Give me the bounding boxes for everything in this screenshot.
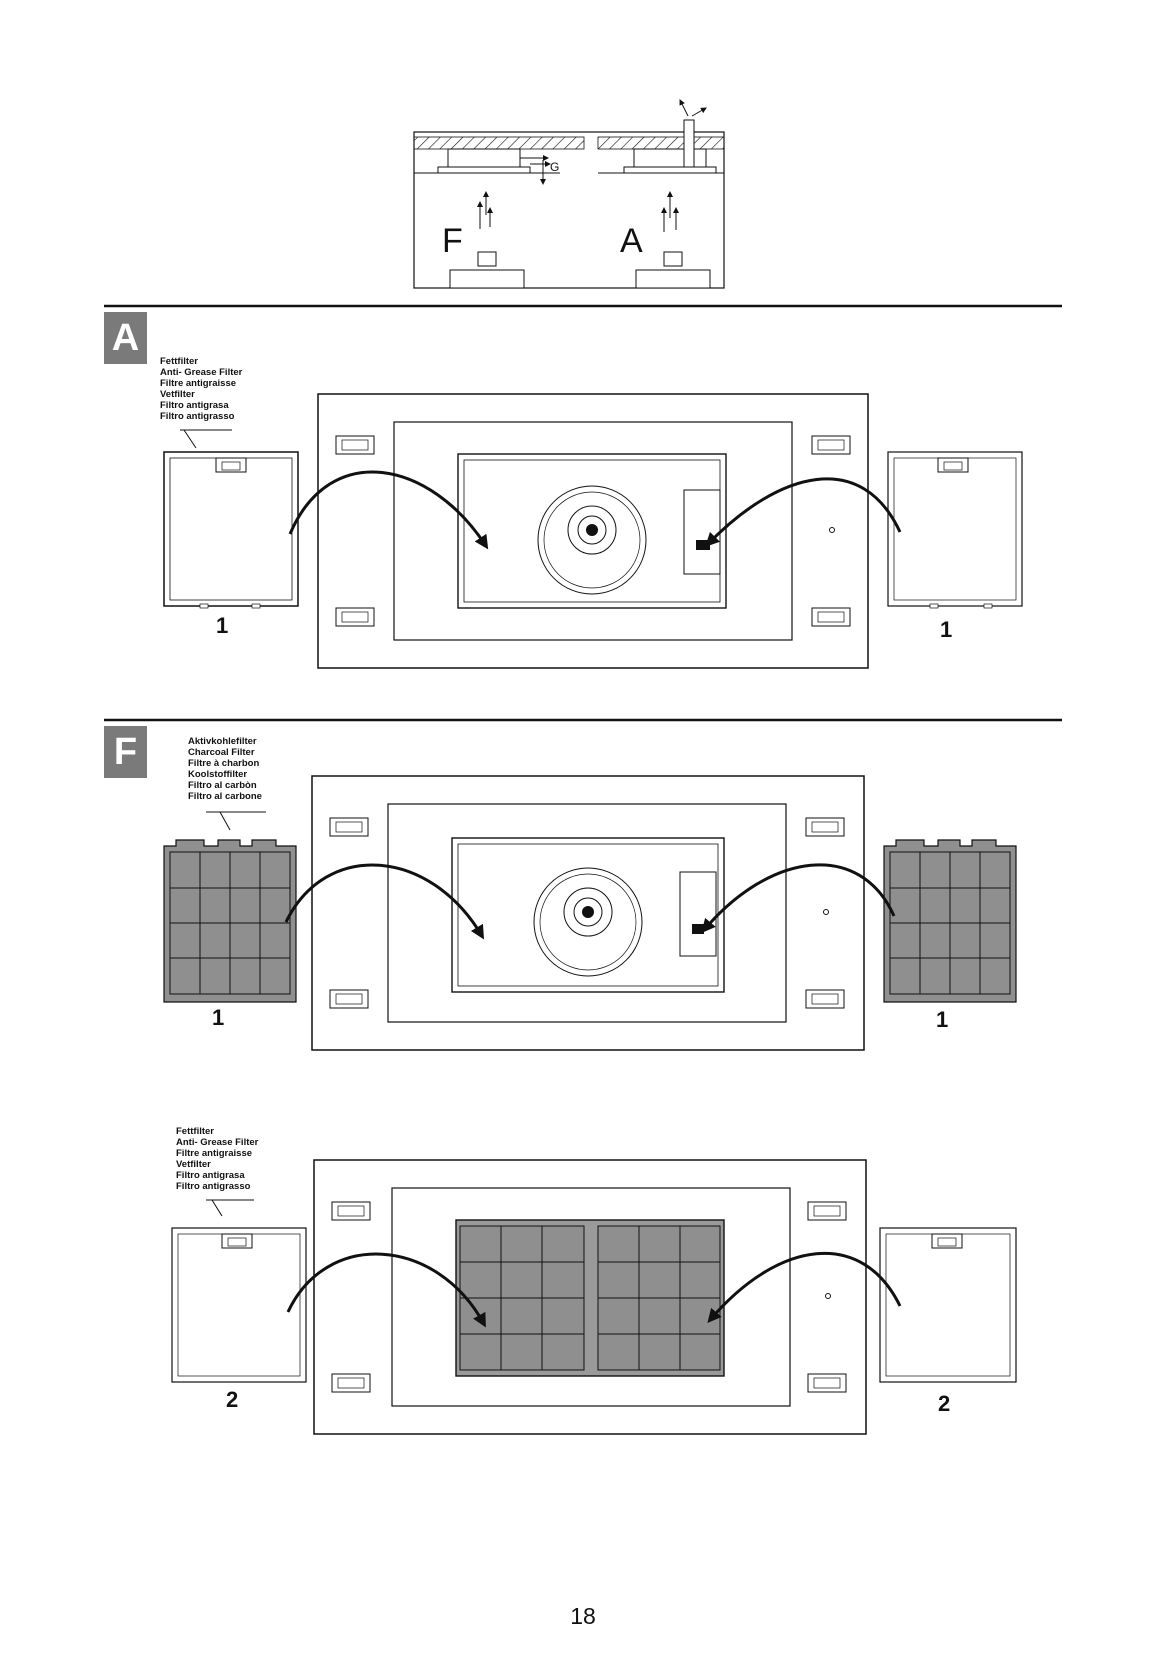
recirculation-mode-label: F bbox=[442, 222, 463, 260]
grease-filter-left bbox=[163, 451, 299, 609]
step-number-left: 1 bbox=[212, 1005, 225, 1030]
step-number-right: 1 bbox=[936, 1007, 949, 1032]
charcoal-filter-labels: Aktivkohlefilter Charcoal Filter Filtre … bbox=[188, 736, 262, 802]
grease-filter-right-2 bbox=[879, 1227, 1017, 1383]
label-line: Vetfilter bbox=[160, 389, 195, 400]
grease-filter-right bbox=[887, 451, 1023, 609]
label-line: Filtro antigrasa bbox=[176, 1170, 245, 1181]
grease-filter-labels: Fettfilter Anti- Grease Filter Filtre an… bbox=[160, 356, 242, 422]
step-number-left: 1 bbox=[216, 613, 229, 638]
label-line: Filtro al carbone bbox=[188, 791, 262, 802]
label-line: Filtro antigrasa bbox=[160, 400, 229, 411]
label-line: Koolstoffilter bbox=[188, 769, 248, 780]
installation-mode-diagram bbox=[413, 99, 725, 289]
label-line: Aktivkohlefilter bbox=[188, 736, 257, 747]
ducted-mode-label: A bbox=[620, 222, 643, 260]
label-line: Fettfilter bbox=[176, 1126, 214, 1137]
hood-underside-a bbox=[317, 393, 869, 669]
page-number: 18 bbox=[570, 1603, 596, 1629]
label-line: Filtro antigrasso bbox=[176, 1181, 251, 1192]
label-line: Filtre à charbon bbox=[188, 758, 260, 769]
section-a-illustration bbox=[163, 393, 1023, 669]
section-f2-illustration bbox=[171, 1159, 1017, 1435]
label-line: Anti- Grease Filter bbox=[160, 367, 243, 378]
label-line: Filtro antigrasso bbox=[160, 411, 235, 422]
grease-filter-labels-2: Fettfilter Anti- Grease Filter Filtre an… bbox=[176, 1126, 258, 1192]
hood-underside-f bbox=[311, 775, 865, 1051]
section-f-illustration bbox=[163, 775, 1017, 1051]
hood-underside-f2 bbox=[313, 1159, 867, 1435]
label-line: Filtre antigraisse bbox=[176, 1148, 253, 1159]
label-line: Filtre antigraisse bbox=[160, 378, 237, 389]
step-number-right: 2 bbox=[938, 1391, 951, 1416]
label-line: Vetfilter bbox=[176, 1159, 211, 1170]
section-f-badge: F bbox=[104, 726, 147, 778]
g-label: G bbox=[550, 160, 560, 174]
charcoal-filter-right bbox=[883, 839, 1017, 1003]
label-line: Filtro al carbòn bbox=[188, 780, 257, 791]
step-number-right: 1 bbox=[940, 617, 953, 642]
charcoal-filter-left bbox=[163, 839, 297, 1003]
step-number-left: 2 bbox=[226, 1387, 239, 1412]
grease-filter-left-2 bbox=[171, 1227, 307, 1383]
label-line: Charcoal Filter bbox=[188, 747, 255, 758]
section-a-badge: A bbox=[104, 312, 147, 364]
label-line: Fettfilter bbox=[160, 356, 198, 367]
label-line: Anti- Grease Filter bbox=[176, 1137, 259, 1148]
